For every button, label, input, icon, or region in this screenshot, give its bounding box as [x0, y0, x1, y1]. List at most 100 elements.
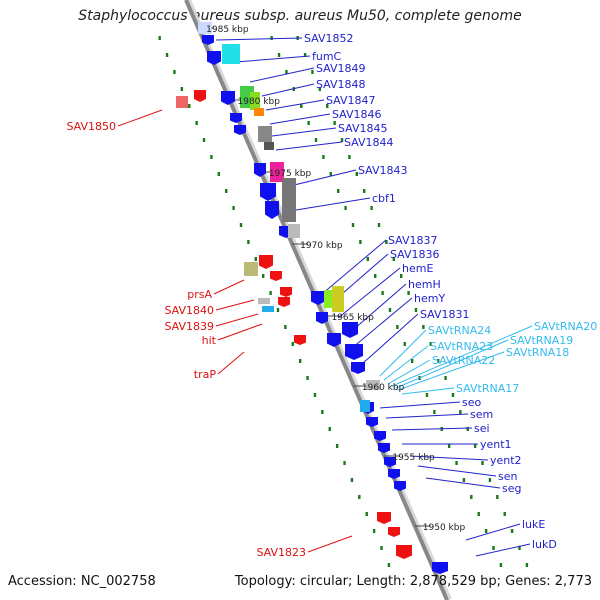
trna-label: SAVtRNA19	[510, 334, 573, 347]
track-dot	[481, 461, 484, 465]
feature-block	[222, 44, 240, 64]
track-dot	[232, 206, 235, 210]
reverse-gene-arrow	[278, 297, 290, 307]
track-dot	[484, 529, 488, 533]
accession-text: Accession: NC_002758	[8, 574, 156, 589]
track-dot	[365, 512, 368, 516]
forward-gene-label: fumC	[312, 50, 342, 63]
forward-gene-label: cbf1	[372, 192, 396, 205]
forward-gene-label: sen	[498, 470, 517, 483]
track-dot	[269, 291, 272, 295]
track-dot	[473, 444, 477, 448]
callout-line	[261, 83, 315, 97]
trna-label: SAVtRNA20	[534, 320, 597, 333]
forward-gene-label: sei	[474, 422, 490, 435]
feature-block	[288, 224, 300, 238]
forward-gene-arrow	[202, 35, 214, 45]
track-dot	[340, 138, 344, 142]
track-dot	[436, 359, 440, 363]
track-dot	[373, 274, 377, 278]
track-dot	[195, 121, 198, 125]
track-dot	[462, 478, 466, 482]
feature-block	[264, 142, 274, 150]
track-dot	[396, 325, 399, 329]
forward-gene-label: lukE	[522, 518, 545, 531]
track-dot	[355, 172, 359, 176]
track-dot	[306, 376, 309, 380]
reverse-gene-arrow	[388, 527, 400, 537]
track-dot	[372, 529, 376, 533]
feature-block	[332, 286, 344, 312]
feature-block	[258, 298, 270, 304]
forward-gene-arrow	[388, 469, 400, 479]
forward-gene-label: yent1	[480, 438, 512, 451]
callout-line	[269, 113, 331, 125]
track-dot	[300, 104, 303, 108]
forward-gene-arrow	[394, 481, 406, 491]
forward-gene-arrow	[254, 163, 266, 177]
forward-gene-arrow	[260, 183, 276, 201]
reverse-gene-arrow	[377, 512, 391, 524]
callout-line	[351, 297, 413, 349]
callout-line	[213, 279, 245, 295]
track-dot	[284, 325, 287, 329]
forward-gene-arrow	[265, 201, 279, 219]
track-dot	[447, 444, 451, 448]
feature-block	[176, 96, 188, 108]
feature-block	[254, 108, 264, 116]
track-dot	[303, 53, 307, 57]
callout-line	[383, 345, 429, 381]
callout-line	[385, 413, 469, 419]
track-dot	[444, 376, 447, 380]
track-dot	[410, 359, 414, 363]
forward-gene-arrow	[345, 344, 363, 360]
forward-gene-label: SAV1852	[304, 32, 354, 45]
track-dot	[344, 206, 347, 210]
position-tick-label: 1950 kbp	[423, 523, 466, 533]
callout-line	[307, 535, 353, 553]
track-dot	[261, 274, 265, 278]
forward-gene-arrow	[230, 113, 242, 123]
callout-line	[397, 351, 505, 391]
callout-line	[391, 325, 533, 387]
track-dot	[503, 512, 506, 516]
callout-line	[337, 267, 401, 319]
track-dot	[455, 461, 458, 465]
track-dot	[392, 257, 395, 261]
position-tick-label: 1955 kbp	[392, 453, 435, 463]
callout-line	[117, 109, 163, 127]
forward-gene-arrow	[366, 417, 378, 427]
track-dot	[298, 359, 302, 363]
track-dot	[348, 155, 351, 159]
callout-line	[475, 543, 531, 557]
callout-line	[379, 329, 427, 377]
track-dot	[314, 138, 318, 142]
feature-block	[262, 306, 274, 312]
position-tick-label: 1980 kbp	[238, 97, 281, 107]
track-dot	[351, 223, 355, 227]
track-dot	[499, 563, 503, 567]
forward-gene-label: SAV1849	[316, 62, 366, 75]
callout-line	[379, 401, 461, 409]
position-tick-label: 1965 kbp	[331, 313, 374, 323]
genome-summary-text: Topology: circular; Length: 2,878,529 bp…	[234, 574, 592, 589]
callout-line	[295, 197, 371, 211]
track-dot	[359, 240, 362, 244]
track-dot	[433, 410, 436, 414]
callout-line	[395, 339, 509, 389]
track-dot	[399, 274, 403, 278]
track-dot	[307, 121, 310, 125]
callout-line	[361, 313, 419, 365]
track-dot	[358, 495, 361, 499]
track-dot	[422, 325, 425, 329]
feature-block	[258, 126, 272, 142]
feature-block	[198, 22, 212, 34]
track-dot	[343, 461, 346, 465]
track-dot	[313, 393, 317, 397]
feature-block	[360, 400, 370, 412]
forward-gene-arrow	[378, 443, 390, 453]
track-dot	[322, 155, 325, 159]
forward-gene-arrow	[234, 125, 246, 135]
forward-gene-label: hemE	[402, 262, 433, 275]
